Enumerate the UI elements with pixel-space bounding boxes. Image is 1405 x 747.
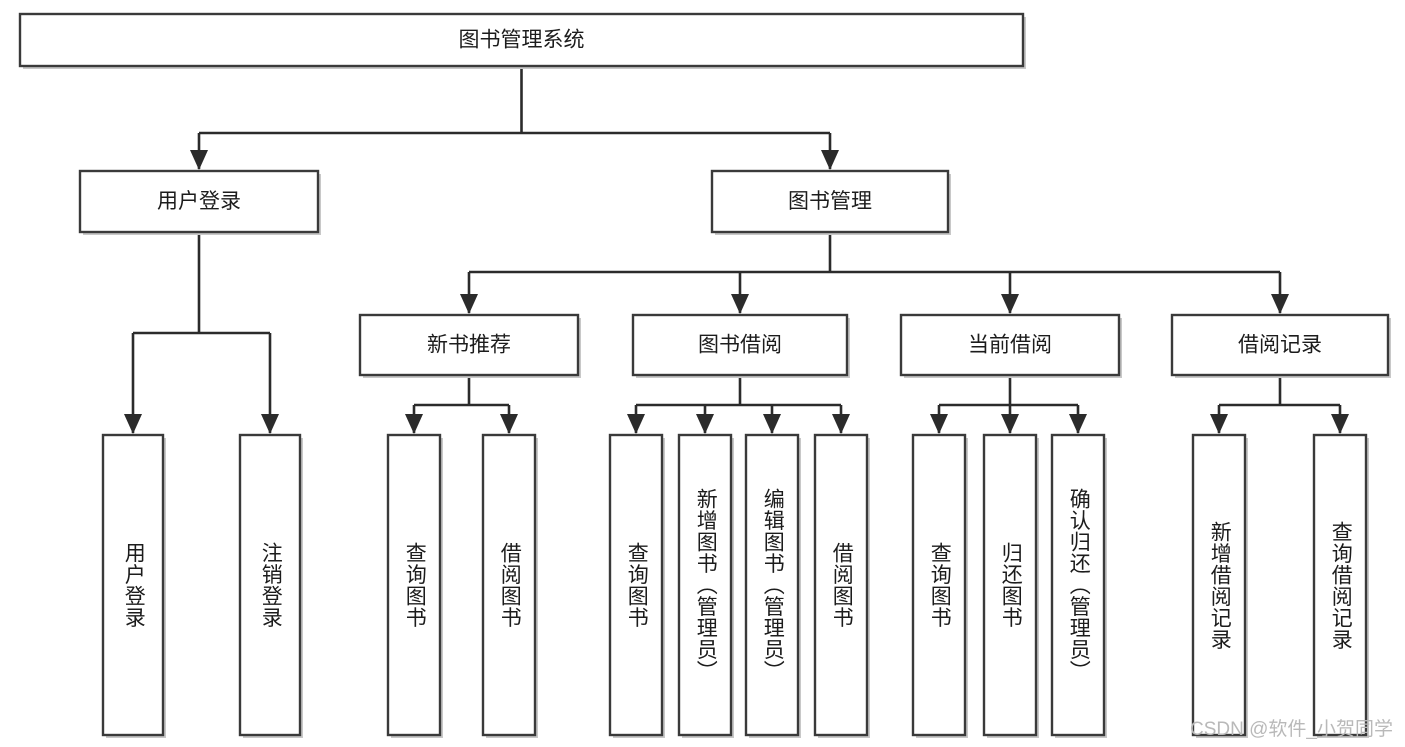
node-box-图书借阅[interactable] — [631, 313, 849, 377]
connector-layer — [124, 66, 1349, 434]
node-box-用户登录[interactable] — [78, 169, 320, 234]
node-box-新增借阅记录[interactable] — [1191, 433, 1247, 737]
node-box-编辑图书管理员[interactable] — [744, 433, 800, 737]
node-box-layer — [18, 12, 1391, 738]
node-box-查询借阅记录[interactable] — [1312, 433, 1368, 737]
node-box-查询图书[interactable] — [386, 433, 442, 737]
arrow-head-icon — [627, 414, 645, 434]
arrow-head-icon — [821, 150, 839, 170]
node-box-当前借阅[interactable] — [899, 313, 1121, 377]
arrow-head-icon — [731, 294, 749, 314]
arrow-head-icon — [930, 414, 948, 434]
node-box-查询图书[interactable] — [608, 433, 664, 737]
arrow-head-icon — [405, 414, 423, 434]
node-box-用户登录[interactable] — [101, 433, 165, 737]
arrow-head-icon — [261, 414, 279, 434]
arrow-head-icon — [1271, 294, 1289, 314]
node-label-用户登录: 用户登录 — [157, 190, 241, 213]
arrow-head-icon — [763, 414, 781, 434]
arrow-head-icon — [832, 414, 850, 434]
node-box-归还图书[interactable] — [982, 433, 1038, 737]
arrow-head-icon — [1001, 294, 1019, 314]
node-box-图书管理系统[interactable] — [18, 12, 1025, 68]
arrow-head-icon — [1069, 414, 1087, 434]
node-label-新书推荐: 新书推荐 — [427, 334, 511, 357]
csdn-watermark: CSDN @软件_小贺同学 — [1190, 719, 1393, 740]
node-label-当前借阅: 当前借阅 — [968, 334, 1052, 357]
node-label-图书管理系统: 图书管理系统 — [459, 29, 585, 52]
arrow-head-icon — [1210, 414, 1228, 434]
arrow-head-icon — [190, 150, 208, 170]
arrow-head-icon — [1331, 414, 1349, 434]
node-box-借阅图书[interactable] — [813, 433, 869, 737]
node-box-新书推荐[interactable] — [358, 313, 580, 377]
arrow-head-icon — [460, 294, 478, 314]
node-box-借阅图书[interactable] — [481, 433, 537, 737]
arrow-head-icon — [124, 414, 142, 434]
node-label-借阅记录: 借阅记录 — [1238, 334, 1322, 357]
node-box-注销登录[interactable] — [238, 433, 302, 737]
node-label-图书借阅: 图书借阅 — [698, 334, 782, 357]
node-box-确认归还管理员[interactable] — [1050, 433, 1106, 737]
node-box-借阅记录[interactable] — [1170, 313, 1390, 377]
arrow-head-icon — [696, 414, 714, 434]
node-box-图书管理[interactable] — [710, 169, 950, 234]
node-box-查询图书[interactable] — [911, 433, 967, 737]
arrow-head-icon — [1001, 414, 1019, 434]
node-label-图书管理: 图书管理 — [788, 190, 872, 213]
arrow-head-icon — [500, 414, 518, 434]
node-box-新增图书管理员[interactable] — [677, 433, 733, 737]
